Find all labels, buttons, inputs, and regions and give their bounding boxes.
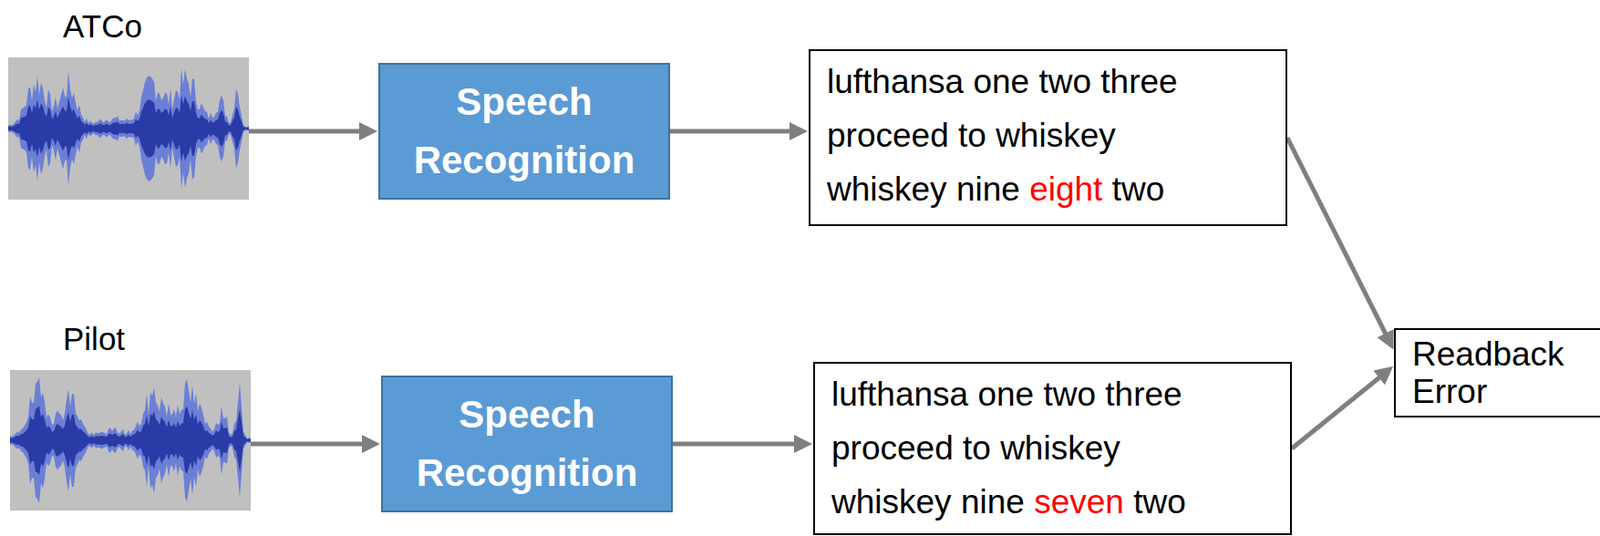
waveform <box>8 57 249 200</box>
waveform-outer <box>8 68 249 189</box>
connector-arrow <box>670 129 800 135</box>
word: whiskey <box>995 116 1116 155</box>
word: Recognition <box>413 138 636 182</box>
audio-arrow <box>250 442 372 447</box>
transcript-box: lufthansa one two three proceed to whisk… <box>808 49 1288 227</box>
waveform-core <box>8 95 249 162</box>
word: whiskey <box>826 170 948 208</box>
word: two <box>1042 375 1096 413</box>
word: Speech <box>455 80 592 124</box>
node-text: Speech Recognition <box>392 72 657 190</box>
word: two <box>1038 62 1092 101</box>
word: nine <box>956 170 1021 208</box>
waveform-ground <box>8 57 249 200</box>
waveform-core <box>10 405 251 475</box>
speaker-label: ATCo <box>62 8 143 45</box>
word: two <box>1112 170 1166 208</box>
word: three <box>1100 62 1177 101</box>
word: whiskey <box>1000 429 1121 467</box>
mismatch-word: seven <box>1033 483 1125 521</box>
word: lufthansa <box>831 375 969 413</box>
transcript-box: lufthansa one two three proceed to whisk… <box>813 361 1292 536</box>
word: Readback <box>1412 335 1565 373</box>
word: Recognition <box>416 451 639 495</box>
waveform-ground <box>10 370 251 511</box>
audio-arrow <box>248 129 370 135</box>
node-text: lufthansa one two three proceed to whisk… <box>831 367 1217 529</box>
connector-arrow <box>672 442 805 447</box>
word: three <box>1104 375 1182 413</box>
word: one <box>972 62 1030 101</box>
word: two <box>1133 483 1187 521</box>
word: proceed <box>831 429 954 467</box>
node-text: Readback Error <box>1412 335 1584 411</box>
waveform <box>10 370 251 511</box>
node-text: Speech Recognition <box>394 385 660 503</box>
connector-arrow <box>1287 137 1391 343</box>
mismatch-word: eight <box>1029 170 1103 208</box>
word: one <box>977 375 1034 413</box>
result-box: Readback Error <box>1393 328 1600 418</box>
word: Speech <box>458 392 595 436</box>
word: to <box>958 116 987 155</box>
word: proceed <box>826 116 950 155</box>
waveform-outer <box>10 377 251 504</box>
process-box: Speech Recognition <box>381 375 673 513</box>
word: Error <box>1412 372 1487 411</box>
connector-arrow <box>1291 371 1387 449</box>
word: nine <box>960 483 1025 521</box>
word: lufthansa <box>826 62 964 101</box>
node-text: lufthansa one two three proceed to whisk… <box>826 54 1212 217</box>
process-box: Speech Recognition <box>378 62 671 200</box>
word: whiskey <box>831 483 952 521</box>
word: to <box>962 429 991 467</box>
speaker-label: Pilot <box>62 320 125 358</box>
